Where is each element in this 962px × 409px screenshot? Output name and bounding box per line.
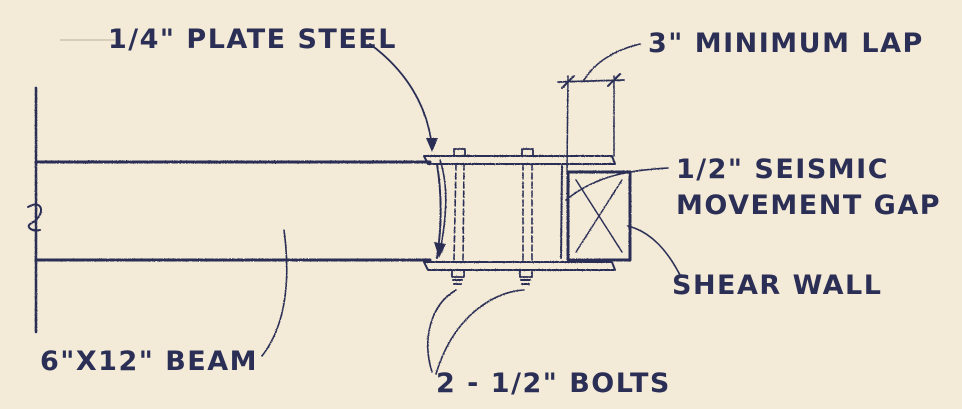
label-plate-steel: 1/4" PLATE STEEL [108,24,397,55]
label-beam: 6"X12" BEAM [40,346,258,377]
leader-minimum-lap [583,43,641,81]
leader-plate-steel [369,43,447,258]
label-seismic-gap-line1: 1/2" SEISMIC [676,154,889,185]
label-shear-wall: SHEAR WALL [672,270,882,301]
lap-dimension [557,73,625,173]
label-minimum-lap: 3" MINIMUM LAP [648,28,924,59]
leader-shear-wall [627,225,681,276]
leader-bolts [427,289,525,375]
top-plate-steel [423,155,616,165]
shear-wall-section [566,170,632,262]
bolt-2 [519,148,534,285]
beam-break-symbol [27,203,42,232]
seismic-gap-line [560,165,563,259]
leader-beam [261,229,288,357]
leader-seismic-gap [565,167,669,201]
label-bolts: 2 - 1/2" BOLTS [436,368,671,399]
label-seismic-gap-line2: MOVEMENT GAP [676,190,941,221]
bolt-1 [451,148,466,285]
bottom-plate-steel [423,261,616,271]
